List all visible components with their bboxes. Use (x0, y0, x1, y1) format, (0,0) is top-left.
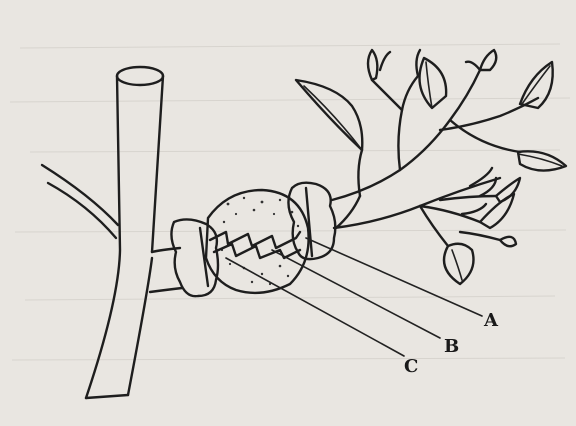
label-c: C (404, 356, 418, 377)
label-b: B (444, 336, 459, 357)
label-a: A (483, 310, 499, 331)
